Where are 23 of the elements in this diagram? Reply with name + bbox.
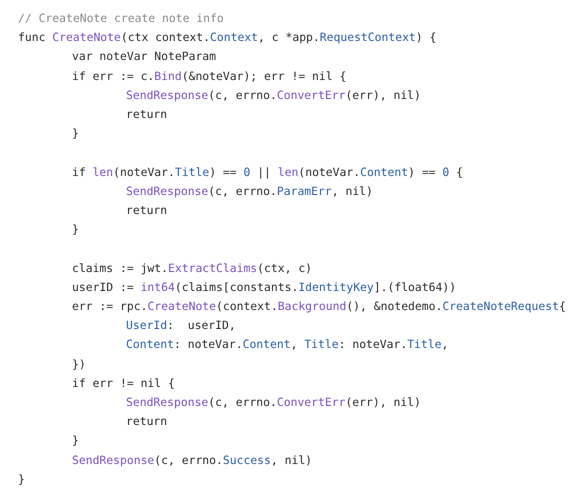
code-line: } xyxy=(72,222,79,238)
code-line: }) xyxy=(72,356,86,372)
code-line: } xyxy=(72,126,79,142)
code-line: func CreateNote(ctx context.Context, c *app.RequestContext) { xyxy=(18,30,436,46)
code-line: err := rpc.CreateNote(context.Background(), &notedemo.CreateNoteRequest{ xyxy=(72,299,566,314)
code-line: SendResponse(c, errno.ParamErr, nil) xyxy=(126,184,373,199)
code-line: var noteVar NoteParam xyxy=(72,49,216,64)
code-line: UserId: userID, xyxy=(126,318,236,334)
code-line: } xyxy=(72,433,79,448)
code-line: if len(noteVar.Title) == 0 || len(noteVar.Content) == 0 { xyxy=(72,164,463,180)
code-line: if err := c.Bind(&noteVar); err != nil { xyxy=(72,68,346,84)
code-line: } xyxy=(18,472,25,487)
code-line: SendResponse(c, errno.Success, nil) xyxy=(72,452,312,468)
code-line: return xyxy=(126,107,168,122)
code-line: claims := jwt.ExtractClaims(ctx, c) xyxy=(72,260,312,276)
code-line: if err != nil { xyxy=(72,376,175,391)
code-line: return xyxy=(126,203,168,218)
code-line: SendResponse(c, errno.ConvertErr(err), nil) xyxy=(126,395,421,410)
code-line: Content: noteVar.Content, Title: noteVar.Title, xyxy=(126,337,448,352)
code-line: SendResponse(c, errno.ConvertErr(err), nil) xyxy=(126,88,421,103)
code-line: userID := int64(claims[constants.IdentityKey].(float64)) xyxy=(72,280,456,295)
code-line: // CreateNote create note info xyxy=(18,11,224,26)
code-line: return xyxy=(126,414,168,430)
